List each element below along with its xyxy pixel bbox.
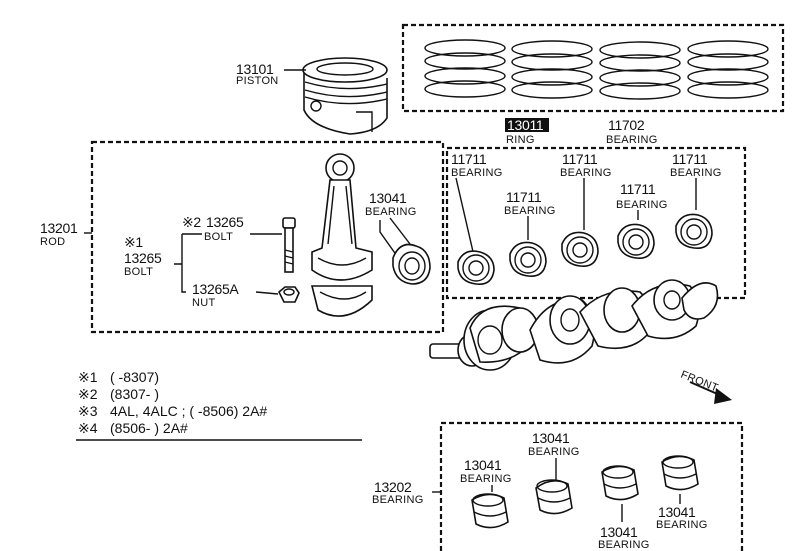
ring-number-highlight [505,118,549,132]
note-3-mark: ※3 [78,403,98,419]
lower-bearing-3-number: 13041 [600,524,638,540]
main-bearing-5-number: 11711 [672,151,708,167]
piston-part-number: 13101 [236,61,274,77]
bolt-upper-label: BOLT [204,231,233,243]
crankshaft-drawing [429,279,719,371]
lower-group-part-number: 13202 [374,479,412,495]
ring-part-number: 13011 [507,117,544,133]
main-bearing-group-box [445,146,747,300]
ring-set-1 [424,39,506,98]
lower-bearing-2-number: 13041 [532,430,570,446]
lower-bearing-3-drawing [601,465,639,501]
lower-bearing-3-label: BEARING [598,539,650,551]
main-bearing-1-label: BEARING [451,167,503,179]
nut-label: NUT [192,297,216,309]
main-bearing-3-number: 11711 [562,151,598,167]
note-1-mark: ※1 [78,369,98,385]
main-bearing-4-number: 11711 [620,181,656,197]
lower-bearing-4-drawing [661,455,699,491]
rod-bolt-drawing [282,217,296,273]
ring-label: RING [506,134,535,146]
main-bearing-1-leader [455,177,475,257]
front-arrow [689,381,732,404]
main-bearing-2-number: 11711 [506,189,542,205]
rod-bearing-leader [379,220,398,257]
note-3-text: 4AL, 4ALC ; ( -8506) 2A# [110,403,267,419]
ring-set-2 [511,40,593,99]
note-4-mark: ※4 [78,420,98,436]
bolt-lower-part-number: 13265 [124,250,162,266]
bolt-bracket [174,234,186,293]
main-bearing-5-drawing [675,213,713,250]
main-bearing-3-label: BEARING [560,167,612,179]
lower-bearing-1-drawing [471,493,509,529]
lower-bearing-4-number: 13041 [658,504,696,520]
rod-bearing-part-number: 13041 [369,190,407,206]
bolt-lower-mark: ※1 [124,234,143,250]
note-2-mark: ※2 [78,386,98,402]
rod-bearing-leader-2 [389,217,411,245]
lower-bearing-group-box [439,421,744,551]
main-bearing-2-label: BEARING [504,205,556,217]
main-bearing-1-number: 11711 [451,151,487,167]
note-1-text: ( -8307) [110,369,159,385]
lower-bearing-2-drawing [535,479,573,515]
ring-set-4 [687,40,769,99]
bolt-upper-part-number: 13265 [206,214,244,230]
main-bearing-3-drawing [561,231,599,268]
main-bearing-5-label: BEARING [670,167,722,179]
main-bearing-2-drawing [509,241,547,278]
lower-bearing-4-label: BEARING [656,519,708,531]
front-label: FRONT [679,369,720,395]
rod-group-box [90,140,445,334]
rod-nut-drawing [278,286,300,303]
notes-block: ※1 ( -8307) ※2 (8307- ) ※3 4AL, 4ALC ; (… [76,369,362,441]
main-bearing-1-drawing [457,250,495,286]
lower-group-label: BEARING [372,494,424,506]
main-bearing-4-drawing [617,223,655,260]
piston-ring-set [424,39,769,100]
ring-set-3 [599,41,681,100]
nut-leader [255,291,279,295]
note-4-text: (8506- ) 2A# [110,420,188,436]
ring-bearing-part-number: 11702 [608,117,645,133]
bolt-upper-mark: ※2 [182,214,201,230]
main-bearing-4-label: BEARING [616,199,668,211]
lower-bearing-1-label: BEARING [460,473,512,485]
piston-drawing [302,57,388,135]
rod-bearing-label: BEARING [365,206,417,218]
note-2-text: (8307- ) [110,386,159,402]
bolt-lower-label: BOLT [124,266,153,278]
ring-bearing-label: BEARING [606,134,658,146]
connecting-rod-drawing [310,153,373,317]
rod-label: ROD [40,236,65,248]
rod-bearing-drawing [392,243,431,285]
rod-part-number: 13201 [40,220,78,236]
nut-part-number: 13265A [192,281,239,297]
ring-group-box [401,23,785,113]
piston-label: PISTON [236,75,279,87]
lower-bearing-1-number: 13041 [464,457,502,473]
lower-bearing-2-label: BEARING [528,446,580,458]
